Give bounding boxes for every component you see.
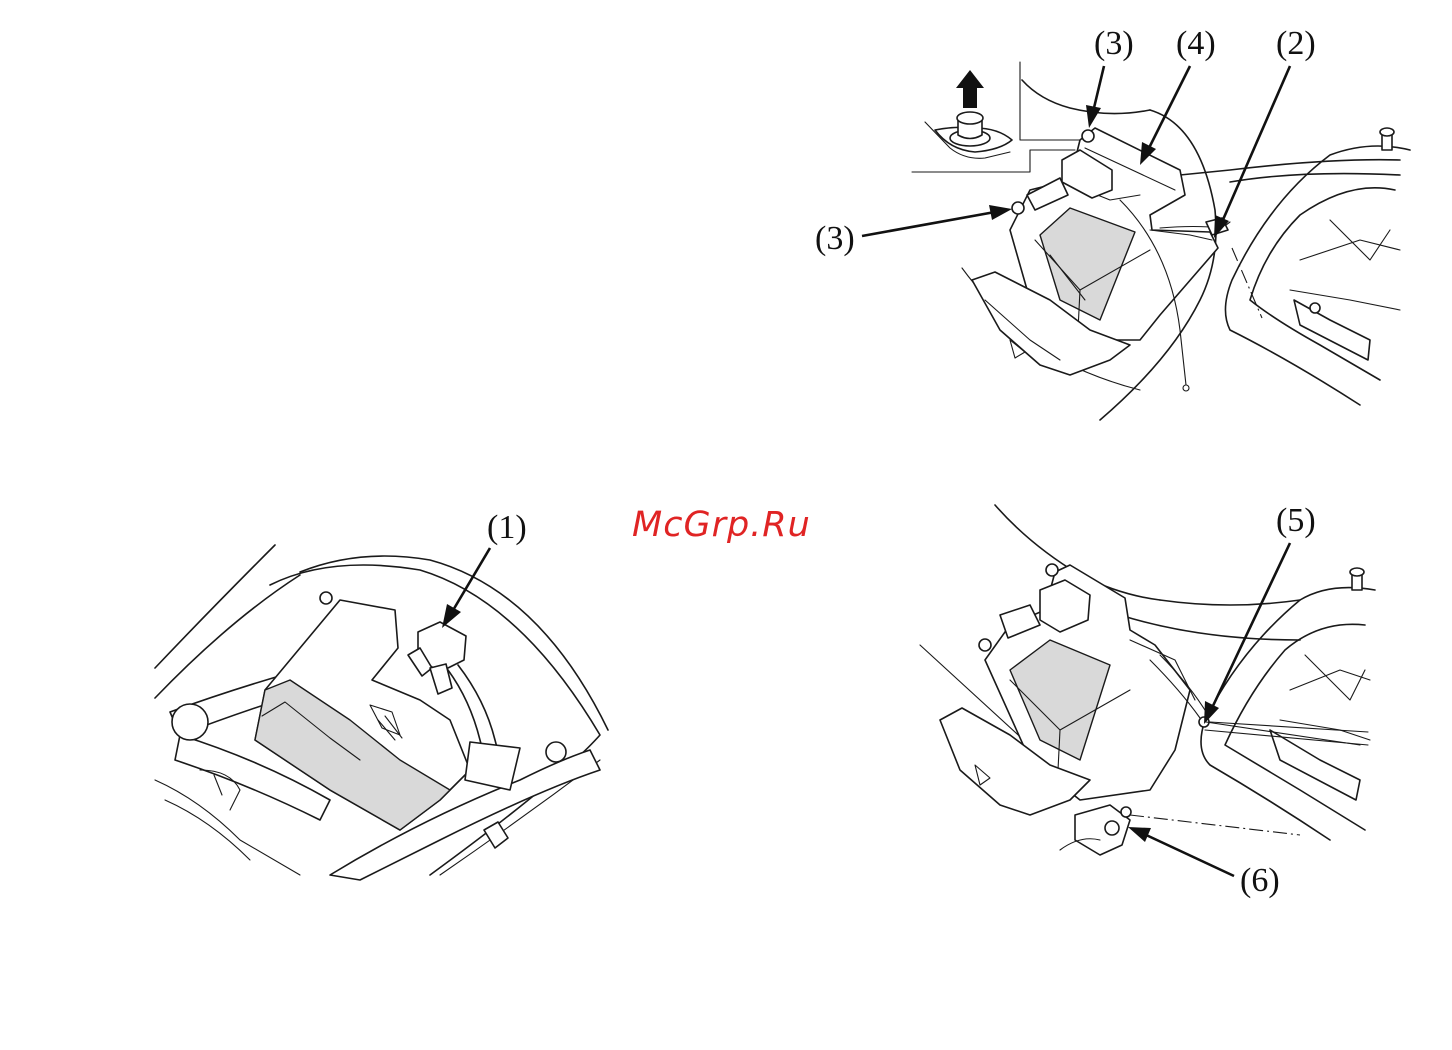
callout-label-1: (1) bbox=[487, 511, 527, 545]
callout-label-4: (4) bbox=[1176, 27, 1216, 61]
battery-connector-illustration bbox=[155, 545, 608, 880]
rivet-detail-inset bbox=[925, 70, 1012, 158]
callout-label-5: (5) bbox=[1276, 504, 1316, 538]
pull-up-arrow-icon bbox=[956, 70, 984, 108]
callout-label-2: (2) bbox=[1276, 27, 1316, 61]
callout-label-6: (6) bbox=[1240, 864, 1280, 898]
battery-box-bolts-illustration bbox=[920, 505, 1375, 855]
callout-label-3-top: (3) bbox=[1094, 27, 1134, 61]
callout-label-3-left: (3) bbox=[815, 222, 855, 256]
watermark: McGrp.Ru bbox=[632, 505, 811, 545]
battery-box-removal-illustration bbox=[912, 62, 1410, 420]
